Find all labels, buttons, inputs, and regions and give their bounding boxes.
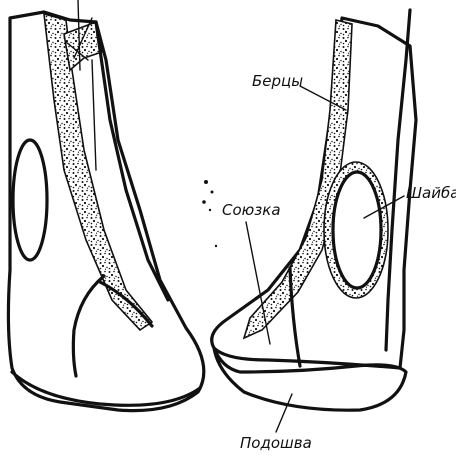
left-boot bbox=[8, 0, 203, 411]
right-boot-outline bbox=[212, 18, 416, 368]
left-vamp-seam bbox=[73, 276, 104, 376]
right-washer bbox=[333, 172, 381, 288]
label-soyuzka: Союзка bbox=[222, 201, 281, 219]
right-back-seam bbox=[386, 10, 410, 350]
ink-specks bbox=[202, 180, 217, 247]
label-shaiba: Шайба bbox=[406, 184, 456, 202]
left-boot-outline bbox=[8, 12, 203, 411]
label-podoshva: Подошва bbox=[240, 434, 312, 452]
left-washer bbox=[13, 140, 47, 260]
leader-podoshva bbox=[276, 394, 292, 432]
label-bertsy: Берцы bbox=[252, 72, 303, 90]
left-sole-line bbox=[12, 372, 200, 405]
